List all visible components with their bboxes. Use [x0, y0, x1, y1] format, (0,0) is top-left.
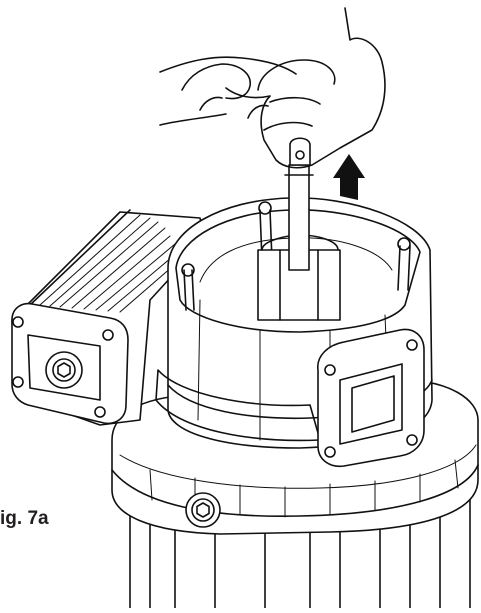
- hex-plug-icon: [185, 492, 221, 528]
- figure-label: ig. 7a: [0, 508, 49, 529]
- hand-icon: [159, 7, 386, 169]
- motor-box-icon: [11, 209, 206, 426]
- port-box-icon: [317, 328, 425, 468]
- up-arrow-icon: [333, 154, 365, 200]
